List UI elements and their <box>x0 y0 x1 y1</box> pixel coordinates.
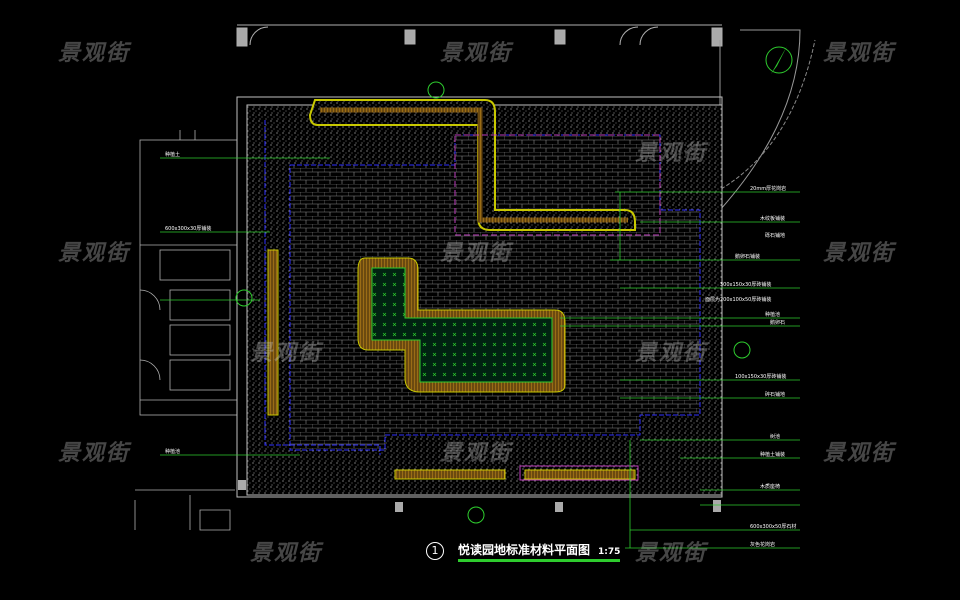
material-label: 100x150x30厚砖铺装 <box>735 374 787 380</box>
material-label: 种植池 <box>765 312 781 318</box>
watermark: 景观街 <box>58 241 131 266</box>
section-markers <box>235 81 751 524</box>
drawing-scale: 1:75 <box>598 547 621 557</box>
material-label: 种植土 <box>165 152 181 158</box>
material-label: 碎石铺地 <box>765 392 786 398</box>
drawing-number: 1 <box>426 542 444 560</box>
watermark: 景观街 <box>823 241 896 266</box>
material-label: 灰色花岗岩 <box>750 542 776 548</box>
planter-bed <box>308 99 636 231</box>
toilet-block <box>134 130 238 531</box>
material-label: 600x300x50厚石材 <box>750 524 797 530</box>
watermark: 景观街 <box>635 541 708 566</box>
material-label: 600x300x30厚铺装 <box>165 226 212 232</box>
material-label: 面层为200x100x50厚砖铺装 <box>705 297 772 303</box>
material-label: 木纹板铺装 <box>760 216 786 222</box>
drawing-title-text: 悦读园地标准材料平面图 <box>458 543 591 557</box>
drawing-title: 悦读园地标准材料平面图 1:75 <box>458 541 621 562</box>
material-label: 树池 <box>770 434 781 440</box>
watermark: 景观街 <box>250 341 323 366</box>
watermark: 景观街 <box>58 441 131 466</box>
watermark: 景观街 <box>823 441 896 466</box>
pond-water <box>371 267 553 383</box>
watermark: 景观街 <box>823 41 896 66</box>
watermark: 景观街 <box>440 241 513 266</box>
site-boundary <box>236 96 723 498</box>
material-label: 20mm厚花岗岩 <box>750 186 787 192</box>
bench-bottom-right <box>524 469 636 480</box>
watermark: 景观街 <box>250 541 323 566</box>
bench-bottom-left <box>394 469 506 480</box>
watermark: 景观街 <box>440 41 513 66</box>
material-label: 300x150x30厚砖铺装 <box>720 282 772 288</box>
material-label: 种植池 <box>165 449 181 455</box>
columns <box>238 480 721 512</box>
watermark: 景观街 <box>635 141 708 166</box>
material-label: 砾石铺地 <box>765 233 786 239</box>
north-arrow-icon <box>765 46 793 74</box>
material-label: 鹅卵石铺装 <box>735 254 761 260</box>
watermark: 景观街 <box>58 41 131 66</box>
bench-left <box>267 249 279 416</box>
material-label: 鹅卵石 <box>770 320 786 326</box>
watermark: 景观街 <box>440 441 513 466</box>
material-label: 木质座椅 <box>760 484 781 490</box>
material-label: 种植土铺装 <box>760 452 786 458</box>
watermark: 景观街 <box>635 341 708 366</box>
leader-lines <box>160 157 800 549</box>
